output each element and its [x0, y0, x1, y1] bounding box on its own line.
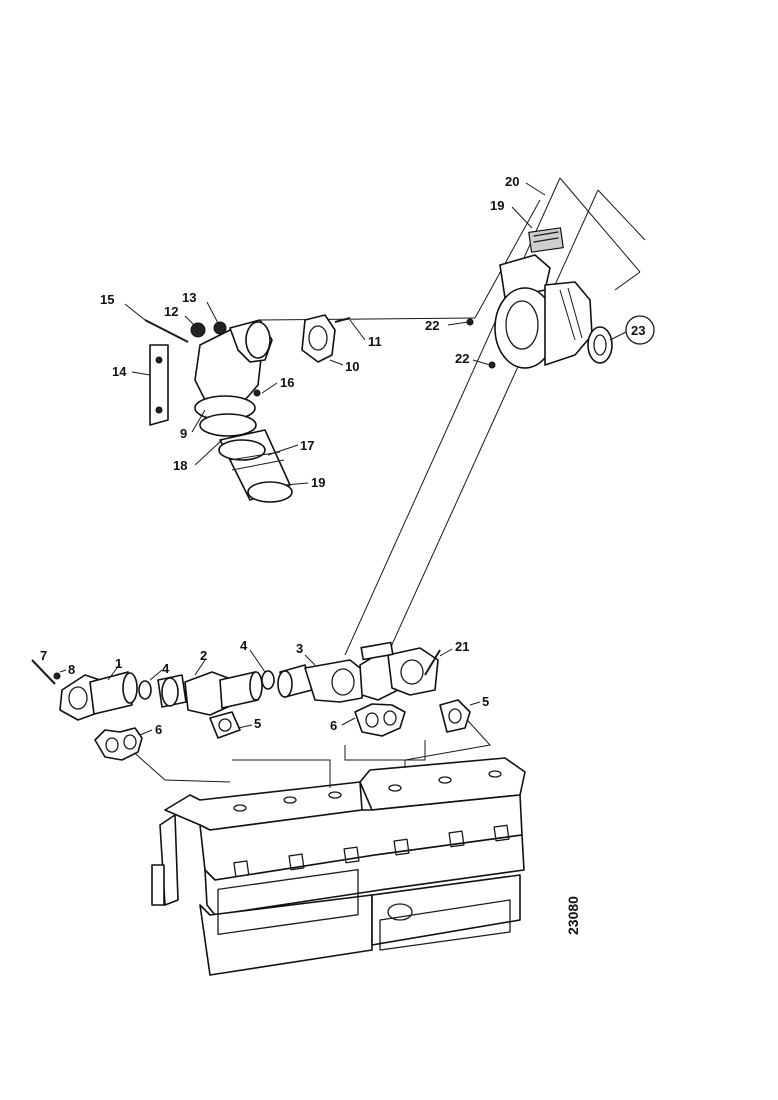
callout-21: 21 [455, 639, 469, 654]
callout-1: 1 [115, 656, 122, 671]
callout-22a: 22 [425, 318, 439, 333]
callout-23-circle [625, 315, 655, 345]
callout-19a: 19 [311, 475, 325, 490]
callout-6b: 6 [330, 718, 337, 733]
callout-22b: 22 [455, 351, 469, 366]
callout-19b: 19 [490, 198, 504, 213]
callout-10: 10 [345, 359, 359, 374]
assembly-guide-lines [259, 177, 646, 661]
outlet-elbow-assembly [144, 319, 293, 503]
callout-5b: 5 [482, 694, 489, 709]
callout-13: 13 [182, 290, 196, 305]
callout-12: 12 [164, 304, 178, 319]
callout-5a: 5 [254, 716, 261, 731]
exhaust-manifold [31, 641, 471, 761]
callout-11: 11 [368, 334, 382, 349]
callout-17: 17 [300, 438, 314, 453]
turbocharger [466, 227, 613, 369]
callout-20: 20 [505, 174, 519, 189]
callout-15: 15 [100, 292, 114, 307]
callout-8: 8 [68, 662, 75, 677]
callout-18: 18 [173, 458, 187, 473]
bolt-11 [334, 317, 351, 323]
callout-23: 23 [631, 323, 645, 338]
gasket-10 [301, 314, 336, 363]
figure-code: 23080 [565, 896, 581, 935]
callout-7: 7 [40, 648, 47, 663]
callout-14: 14 [112, 364, 127, 379]
callout-4b: 4 [240, 638, 248, 653]
callout-16: 16 [280, 375, 294, 390]
callout-9: 9 [180, 426, 187, 441]
callout-3: 3 [296, 641, 303, 656]
engine-block [151, 757, 526, 976]
callout-6a: 6 [155, 722, 162, 737]
callout-labels: 1 2 3 4 4 5 5 6 6 7 8 9 10 11 12 13 14 1… [40, 174, 655, 737]
callout-2: 2 [200, 648, 207, 663]
callout-4a: 4 [162, 661, 170, 676]
manifold-leader-lines [119, 711, 491, 788]
